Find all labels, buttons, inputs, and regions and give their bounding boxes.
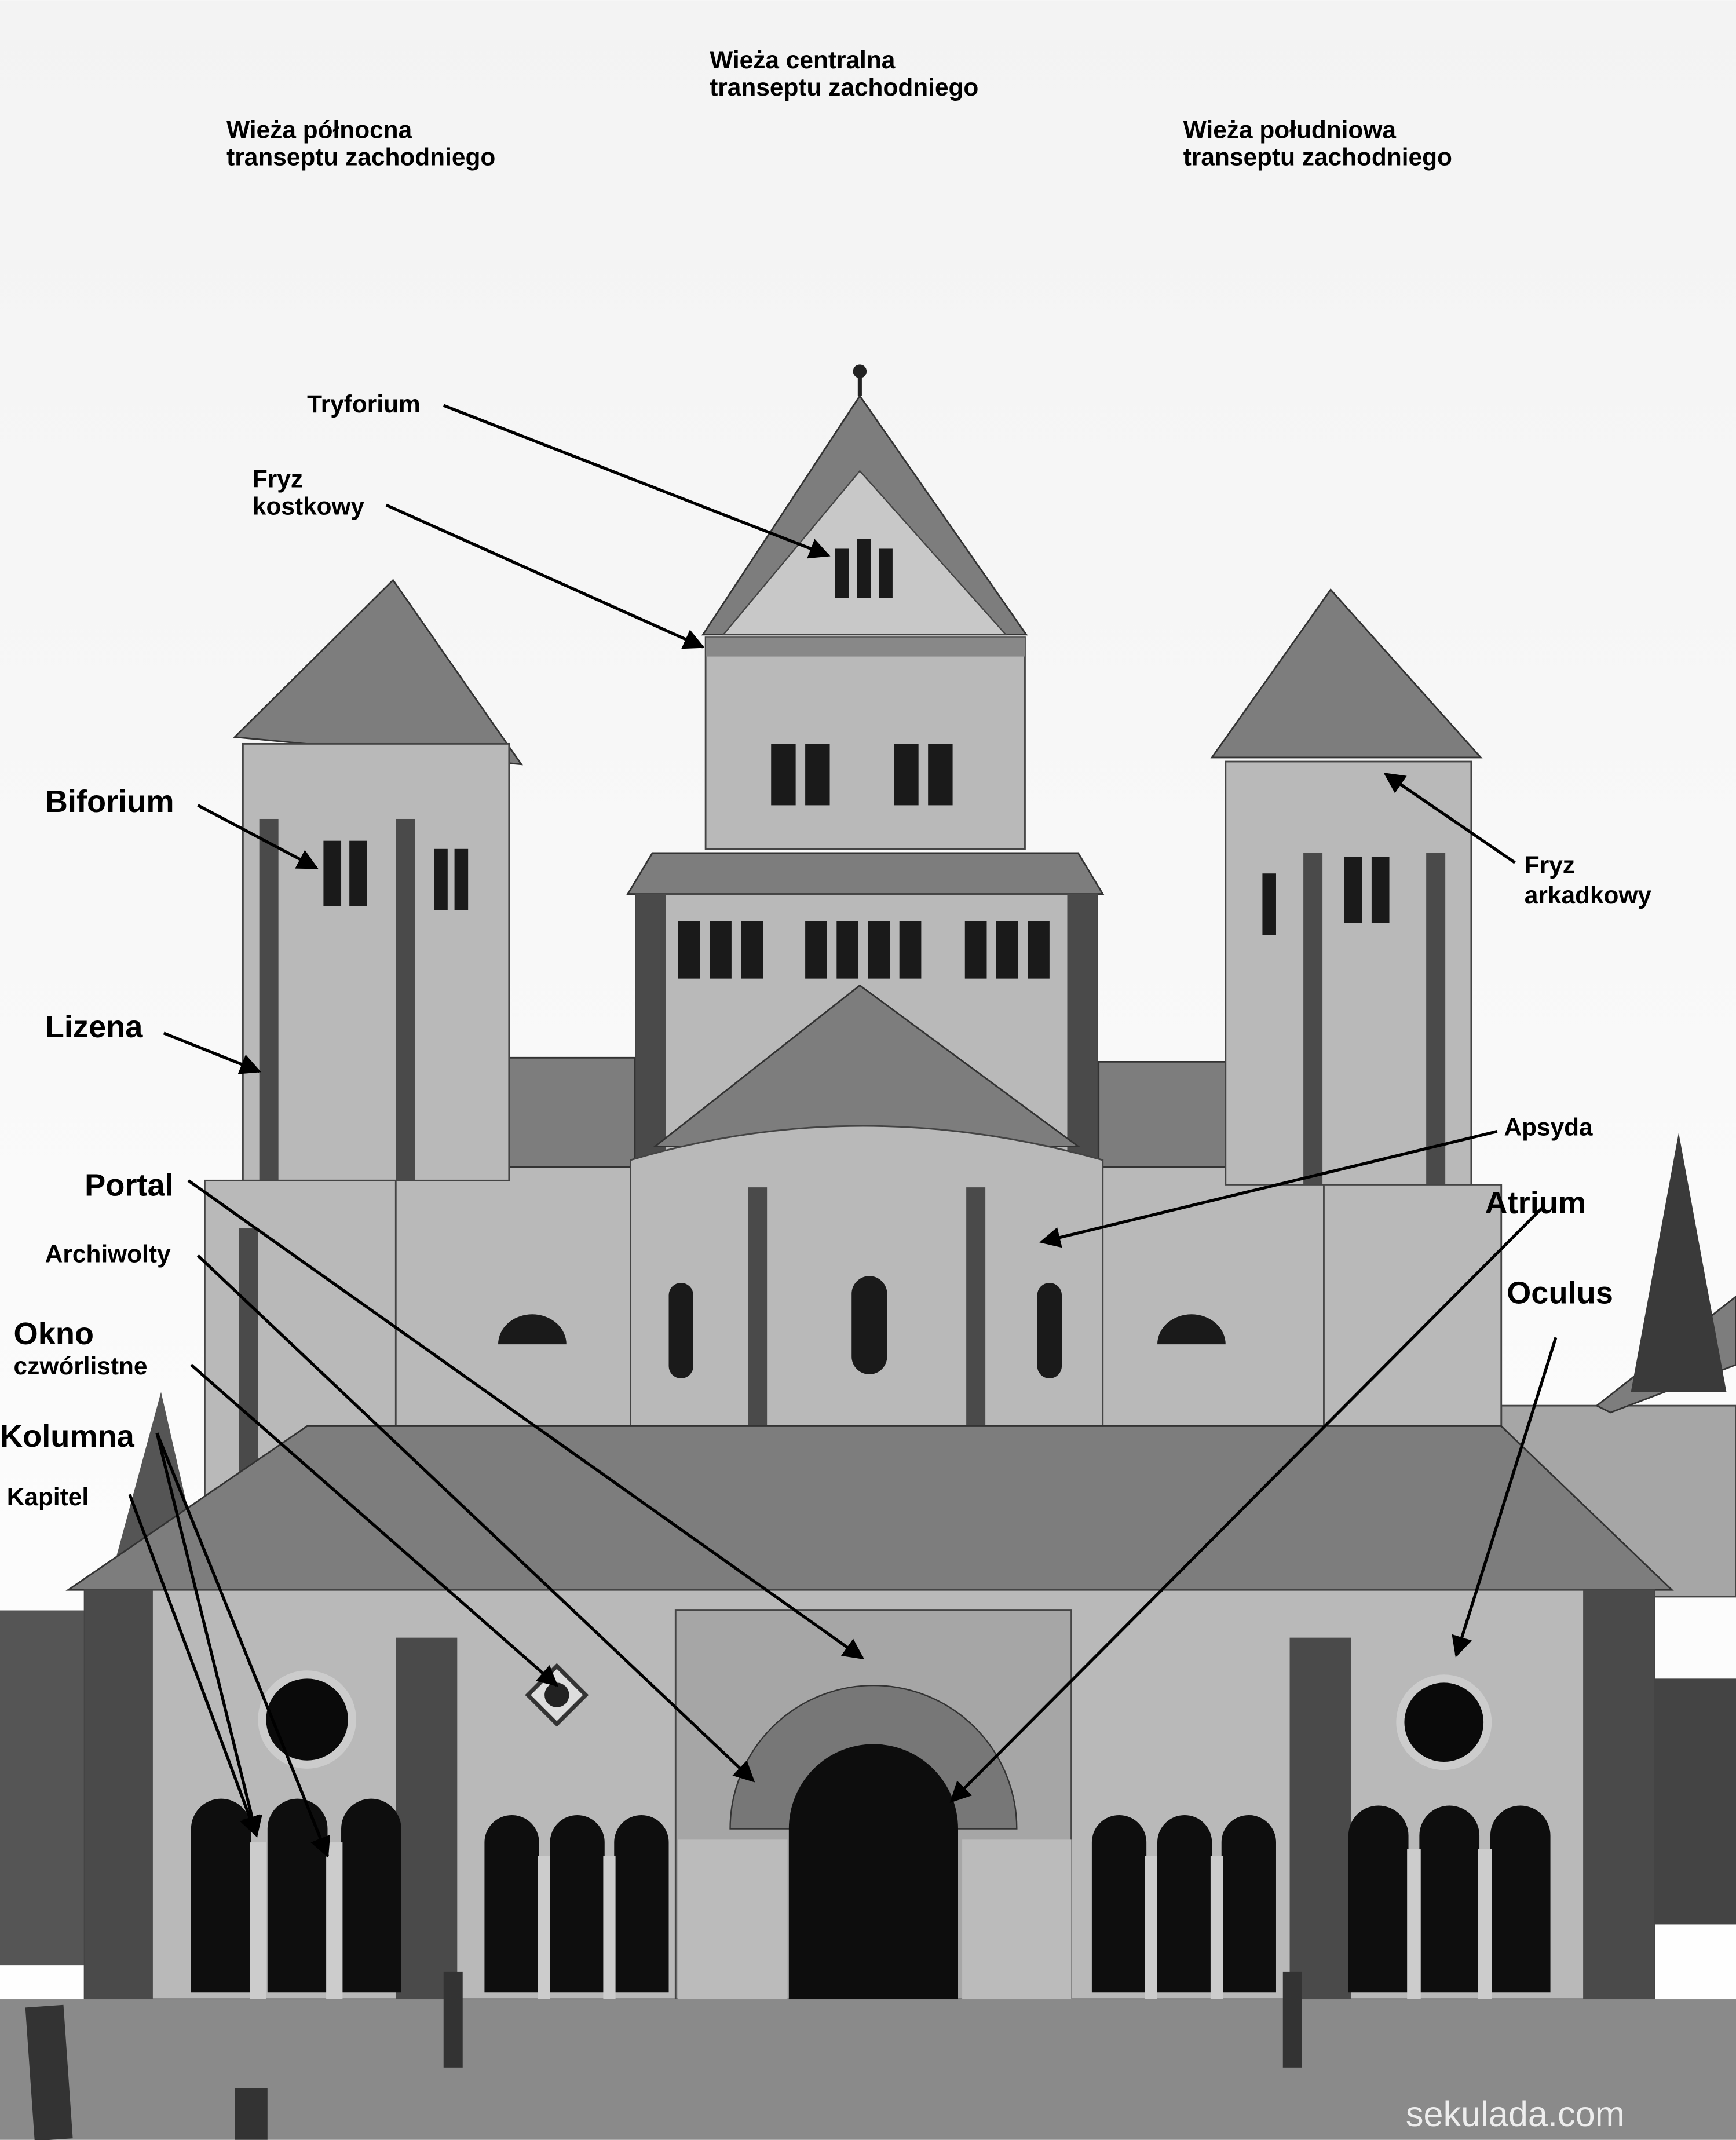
arrow-kapitel: [128, 1494, 260, 1838]
arrow-biforium: [197, 804, 319, 870]
label-kapitel: Kapitel: [7, 1483, 89, 1510]
label-fryz-arkadkowy-line2: arkadkowy: [1525, 881, 1652, 909]
label-apsyda: Apsyda: [1504, 1114, 1593, 1141]
arrow-kolumna-1: [155, 1432, 262, 1838]
label-okno-czworlistne-line1: Okno: [14, 1316, 94, 1351]
label-kolumna: Kolumna: [0, 1419, 135, 1454]
label-archiwolty: Archiwolty: [45, 1241, 171, 1268]
label-north-tower-line1: Wieża północna: [226, 116, 412, 143]
label-fryz-kostkowy-line1: Fryz: [253, 465, 303, 492]
arrow-atrium: [949, 1206, 1544, 1803]
arrow-okno-czworlistne: [190, 1363, 559, 1687]
arrow-fryz-kostkowy: [385, 503, 705, 649]
arrow-oculus: [1452, 1337, 1558, 1658]
label-fryz-arkadkowy-line1: Fryz: [1525, 851, 1575, 879]
arrow-archiwolty: [196, 1254, 755, 1783]
watermark: sekulada.com: [1406, 2094, 1625, 2134]
apse: [630, 1125, 1104, 1427]
label-tryforium: Tryforium: [307, 390, 421, 418]
arcade-columns: [250, 1842, 1492, 2000]
arrow-kolumna-2: [155, 1432, 331, 1858]
label-central-tower-line1: Wieża centralna: [710, 46, 896, 74]
arrow-apsyda: [1039, 1130, 1498, 1248]
label-central-tower-line2: transeptu zachodniego: [710, 74, 978, 101]
label-oculus: Oculus: [1507, 1275, 1613, 1310]
arrow-tryforium: [443, 404, 831, 559]
label-north-tower-line2: transeptu zachodniego: [226, 143, 495, 170]
label-south-tower-line2: transeptu zachodniego: [1183, 143, 1452, 170]
arrow-fryz-arkadkowy: [1383, 773, 1516, 864]
label-south-tower-line1: Wieża południowa: [1183, 116, 1397, 143]
pavement: [0, 1999, 1736, 2140]
label-biforium: Biforium: [45, 784, 174, 819]
arrow-portal: [187, 1179, 865, 1660]
church-photo: sekulada.com: [0, 364, 1736, 2140]
oculus-window: [258, 1670, 356, 1769]
arrow-lizena: [163, 1031, 262, 1074]
label-portal: Portal: [85, 1168, 174, 1202]
label-okno-czworlistne-line2: czwórlistne: [14, 1352, 148, 1380]
portal-opening: [788, 1744, 959, 2027]
label-fryz-kostkowy-line2: kostkowy: [253, 493, 365, 520]
atrium-roof: [65, 1425, 1674, 1591]
label-lizena: Lizena: [45, 1009, 143, 1044]
